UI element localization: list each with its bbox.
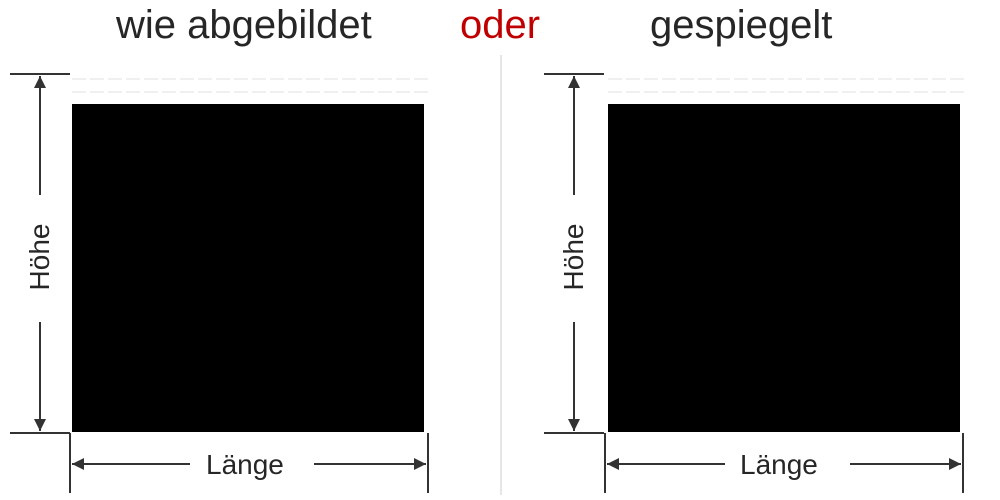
height-label-left: Höhe xyxy=(23,217,57,297)
center-divider xyxy=(500,55,502,495)
title-or: oder xyxy=(460,3,541,47)
length-label-right: Länge xyxy=(740,448,818,482)
height-label-right: Höhe xyxy=(557,217,591,297)
title-mirrored: gespiegelt xyxy=(650,3,833,47)
shape-as-shown xyxy=(72,104,424,432)
length-label-left: Länge xyxy=(206,448,284,482)
shape-mirrored xyxy=(608,104,960,432)
title-as-shown: wie abgebildet xyxy=(116,3,372,47)
